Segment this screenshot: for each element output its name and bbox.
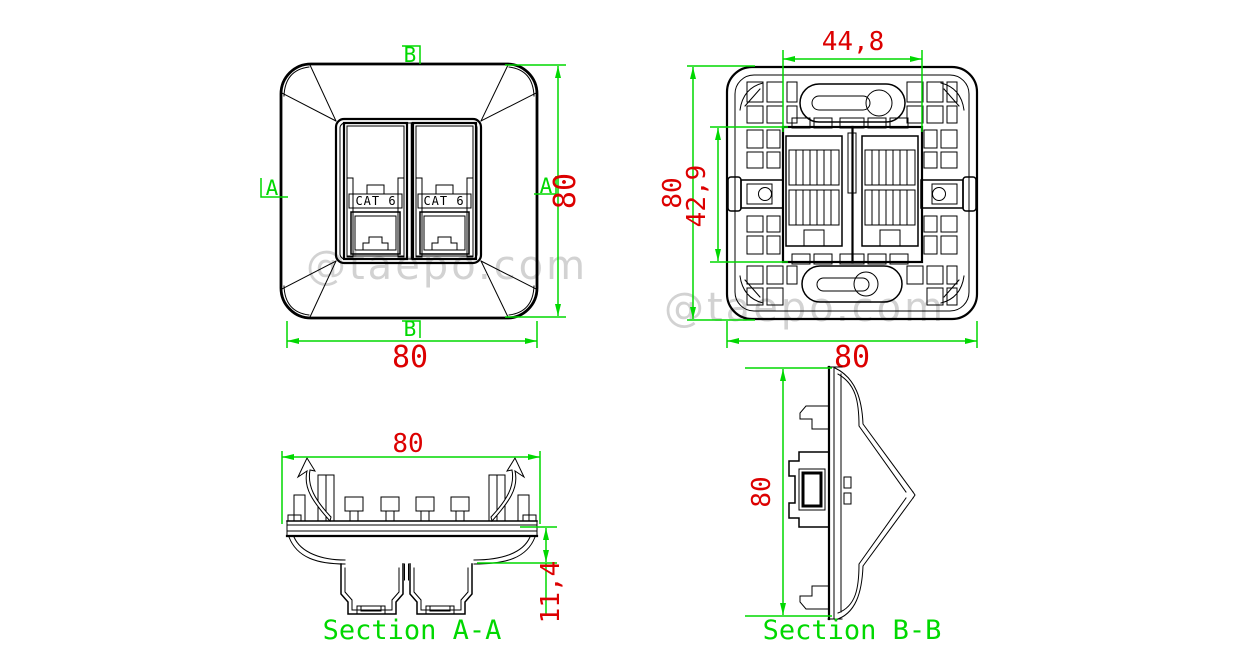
- spring-clip-left: [296, 456, 332, 523]
- front-view: CAT 6 CAT 6 B B A: [260, 43, 583, 375]
- svg-text:80: 80: [392, 429, 423, 459]
- jack-label: CAT 6: [355, 194, 396, 208]
- dim-front-height: 80: [505, 64, 583, 318]
- latch-hole: [758, 187, 772, 201]
- rj45-socket-outer: [419, 211, 470, 255]
- faceplate-outline: [279, 62, 539, 320]
- dim-bb-height: 80: [745, 367, 832, 617]
- dim-back-width: 80: [726, 321, 978, 375]
- clip-top: [799, 405, 829, 430]
- watermark-text: @taepo.com: [664, 285, 946, 331]
- underside-curve: [288, 536, 536, 565]
- svg-text:B: B: [404, 317, 417, 341]
- svg-text:B: B: [404, 43, 417, 67]
- bevel-lines: [281, 64, 537, 318]
- rj45-latch-notch: [362, 236, 389, 251]
- section-marker-b-top: B: [402, 43, 421, 67]
- label-strip: [417, 193, 472, 209]
- jack-module-right: CAT 6: [411, 121, 478, 261]
- cable-tab: [879, 229, 901, 247]
- latch-hole: [932, 187, 946, 201]
- svg-text:11,4: 11,4: [536, 561, 566, 624]
- mounting-keyhole-top: [799, 83, 906, 123]
- svg-text:A: A: [266, 176, 279, 200]
- jack-body-right: [861, 135, 919, 247]
- jack-body-left: [785, 135, 843, 247]
- dim-front-width: 80: [286, 321, 538, 375]
- svg-text:42,9: 42,9: [682, 165, 712, 228]
- dim-aa-width: 80: [281, 429, 541, 524]
- svg-text:A: A: [540, 174, 553, 198]
- svg-text:80: 80: [747, 476, 777, 507]
- jack-profile: [788, 451, 852, 528]
- divider-post: [847, 132, 857, 194]
- jack-module-left: CAT 6: [342, 121, 409, 261]
- cable-tab: [803, 229, 825, 247]
- jack-housing-left: [340, 563, 404, 615]
- backplate-inner-wall: [734, 74, 970, 312]
- rj45-socket-inner: [423, 215, 466, 251]
- section-aa-view: 80 11,4 Section A-A: [281, 429, 566, 646]
- svg-text:80: 80: [548, 173, 583, 209]
- bezel-outer: [334, 117, 483, 265]
- dim-back-cutout-width: 44,8: [782, 27, 923, 132]
- dim-aa-depth: 11,4: [477, 526, 566, 624]
- svg-text:44,8: 44,8: [822, 27, 885, 57]
- section-marker-b-bottom: B: [402, 317, 421, 341]
- jack-label: CAT 6: [423, 194, 464, 208]
- spring-clip-right: [490, 456, 526, 523]
- jack-housing-right: [404, 563, 473, 615]
- dust-tab: [435, 184, 454, 195]
- dome-profile: [834, 367, 916, 621]
- rj45-socket-outer: [350, 211, 401, 255]
- label-strip: [348, 193, 403, 209]
- jack-cavity: [781, 117, 924, 265]
- back-view: 44,8 80 42,9 80: [658, 27, 979, 375]
- mounting-keyhole-bottom: [801, 265, 903, 303]
- backplate-outline: [725, 65, 979, 321]
- section-aa-label: Section A-A: [323, 615, 502, 646]
- mounting-plate: [285, 514, 539, 538]
- section-marker-a-left: A: [260, 176, 288, 200]
- side-latch-right: [920, 176, 977, 212]
- side-latch-left: [727, 176, 784, 212]
- plate-profile: [827, 365, 843, 621]
- dim-back-cutout-height: 42,9: [682, 126, 788, 263]
- rj45-latch-notch: [431, 236, 458, 251]
- rj45-socket-inner: [354, 215, 397, 251]
- dim-back-height: 80: [658, 65, 755, 321]
- section-bb-view: 80 Section B-B: [745, 365, 942, 646]
- bezel-inner: [339, 122, 478, 260]
- section-bb-label: Section B-B: [763, 615, 942, 646]
- svg-text:80: 80: [392, 340, 428, 375]
- svg-text:80: 80: [834, 340, 870, 375]
- svg-text:80: 80: [658, 177, 688, 208]
- rib-grid: [746, 81, 958, 306]
- clip-bottom: [799, 585, 829, 610]
- dust-tab: [366, 184, 385, 195]
